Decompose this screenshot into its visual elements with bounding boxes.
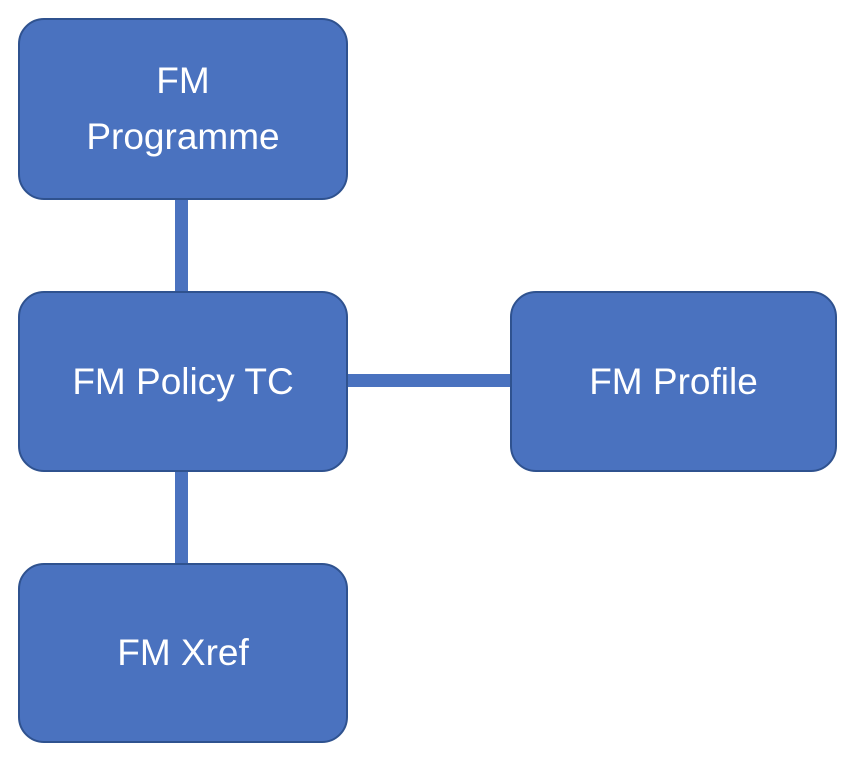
node-fm-profile: FM Profile — [510, 291, 837, 472]
node-fm-xref: FM Xref — [18, 563, 348, 743]
node-fm-programme: FM Programme — [18, 18, 348, 200]
connector-policy-profile — [348, 374, 510, 387]
connector-programme-policy — [175, 200, 188, 291]
node-label-fm-policy-tc: FM Policy TC — [72, 360, 294, 402]
node-label-fm-programme: FM Programme — [86, 60, 280, 157]
node-label-fm-profile: FM Profile — [589, 360, 758, 402]
node-fm-policy-tc: FM Policy TC — [18, 291, 348, 472]
node-label-fm-xref: FM Xref — [117, 632, 249, 673]
connector-policy-xref — [175, 472, 188, 563]
